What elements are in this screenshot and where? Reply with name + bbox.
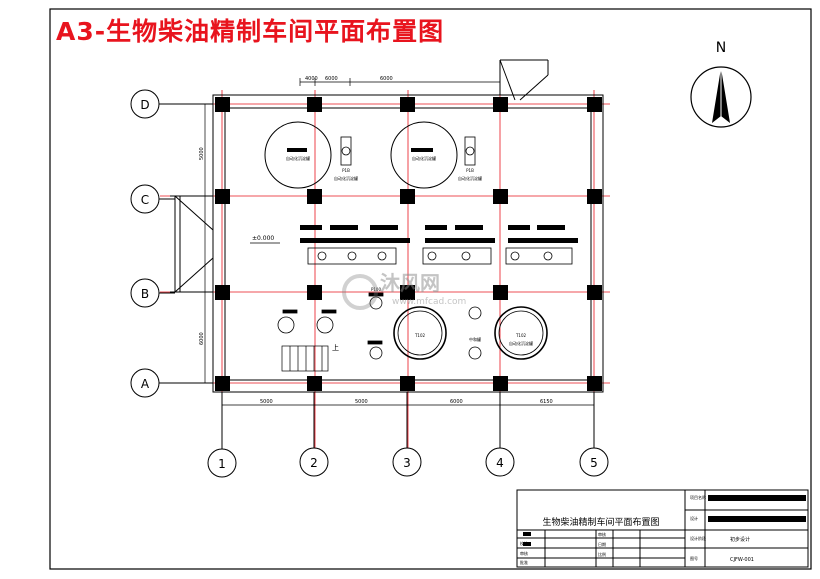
pump2-desc: 自动化沉淀罐 [458, 175, 482, 181]
axis-col-3: 3 [403, 456, 411, 470]
titleblock-label-check: 校核 [520, 540, 528, 546]
dim-top-2: 6000 [325, 76, 338, 82]
stair-label: 上 [332, 343, 339, 352]
v1-desc: 中和罐 [469, 336, 481, 342]
pump-upper-left-icon [340, 136, 352, 166]
axis-col-2: 2 [310, 456, 318, 470]
watermark-url: www.mfcad.com [392, 297, 466, 307]
sheet-border [49, 8, 812, 570]
row-axis-bubbles [130, 89, 213, 398]
axis-row-d: D [140, 98, 149, 112]
vessel-lower-left [393, 306, 447, 360]
dimension-lines [200, 78, 595, 410]
col-axis-bubbles [207, 392, 609, 478]
tank-upper-left [264, 121, 332, 189]
titleblock-drawing-name: 生物柴油精制车间平面布置图 [542, 516, 659, 528]
titleblock-stage-value: 初步设计 [730, 536, 750, 543]
dim-top-1: 4000 [305, 76, 318, 82]
dim-bottom-2: 5000 [355, 399, 368, 405]
dim-bottom-4: 6150 [540, 399, 553, 405]
project-name-bar [708, 495, 806, 501]
watermark-brand: 沐风网 [380, 271, 440, 295]
titleblock-label-design: 设计 [690, 515, 698, 521]
mark-2 [523, 542, 531, 546]
axis-row-a: A [141, 377, 150, 391]
equipment-lower-left [277, 292, 482, 360]
pump2-label: P1B [466, 168, 474, 173]
titleblock-label-approve: 批准 [520, 559, 528, 565]
axis-row-c: C [141, 193, 149, 207]
v2-label: T102 [515, 333, 527, 338]
vessel-lower-right [494, 306, 548, 360]
title-block [516, 489, 809, 568]
dim-left-1: 5000 [199, 147, 205, 160]
small-pump-label: P100 [371, 287, 382, 292]
axis-col-4: 4 [496, 456, 504, 470]
titleblock-label-audit: 审核 [520, 550, 528, 556]
tank2-label: 自动化沉淀罐 [412, 155, 436, 161]
dim-bottom-3: 6000 [450, 399, 463, 405]
tank-upper-right [390, 121, 458, 189]
watermark-logo-icon [342, 274, 378, 310]
north-arrow-icon [690, 66, 752, 128]
drawing-title: A3-生物柴油精制车间平面布置图 [56, 17, 445, 46]
elevation-label: ±0.000 [252, 235, 274, 242]
titleblock-label-proofread: 审核 [598, 531, 606, 537]
titleblock-label-number: 图号 [690, 555, 698, 561]
axis-col-5: 5 [590, 456, 598, 470]
v2-desc: 自动化沉淀罐 [509, 340, 533, 346]
north-label: N [716, 40, 726, 56]
titleblock-number-value: CJFW-001 [730, 557, 754, 563]
pump-upper-right-icon [464, 136, 476, 166]
v1-label: T102 [414, 333, 426, 338]
grid-lines [160, 90, 610, 450]
titleblock-label-project: 项目名称 [690, 494, 706, 500]
mark-1 [523, 532, 531, 536]
pump1-desc: 自动化沉淀罐 [334, 175, 358, 181]
pump1-label: P1B [342, 168, 350, 173]
titleblock-label-stage: 设计阶段 [690, 535, 706, 541]
design-bar [708, 516, 806, 522]
titleblock-label-date: 日期 [598, 541, 606, 547]
titleblock-label-scale: 比例 [598, 551, 606, 557]
dim-bottom-1: 5000 [260, 399, 273, 405]
columns [215, 97, 602, 391]
axis-col-1: 1 [218, 457, 226, 471]
axis-row-b: B [141, 287, 149, 301]
dim-top-3: 6000 [380, 76, 393, 82]
stair [281, 345, 329, 372]
equipment-row-middle [300, 225, 578, 265]
tank1-label: 自动化沉淀罐 [286, 155, 310, 161]
dim-left-2: 6000 [199, 332, 205, 345]
